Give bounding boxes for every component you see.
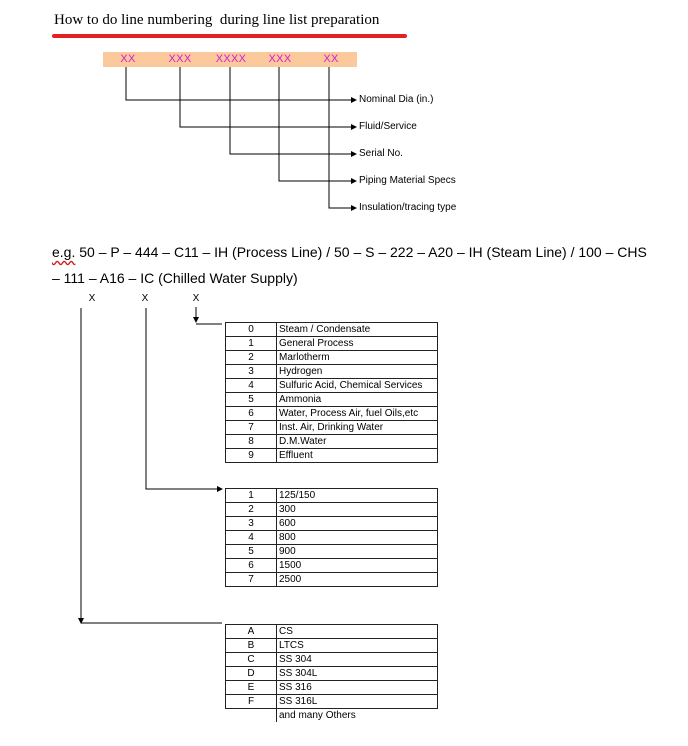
row-description: Sulfuric Acid, Chemical Services (276, 378, 438, 393)
row-code (225, 708, 277, 722)
row-description: 1500 (276, 558, 438, 573)
field-nominal-dia: Nominal Dia (in.) (359, 94, 434, 105)
row-description: Steam / Condensate (276, 322, 438, 337)
row-code: 3 (225, 364, 277, 379)
row-description: 125/150 (276, 488, 438, 503)
row-description: 900 (276, 544, 438, 559)
row-description: SS 304 (276, 652, 438, 667)
row-code: 1 (225, 336, 277, 351)
row-code: 5 (225, 544, 277, 559)
row-code: F (225, 694, 277, 709)
table-row: and many Others (225, 708, 438, 722)
code-material-spec: XXX (268, 53, 292, 65)
row-description: SS 316 (276, 680, 438, 695)
field-serial-no: Serial No. (359, 148, 403, 159)
row-code: B (225, 638, 277, 653)
row-code: 2 (225, 350, 277, 365)
spec-mark-2: X (141, 293, 149, 304)
code-nominal-dia: XX (120, 53, 136, 65)
row-code: E (225, 680, 277, 695)
row-description: Ammonia (276, 392, 438, 407)
row-description: SS 304L (276, 666, 438, 681)
row-code: 1 (225, 488, 277, 503)
row-description: Water, Process Air, fuel Oils,etc (276, 406, 438, 421)
row-description: 600 (276, 516, 438, 531)
row-code: 9 (225, 448, 277, 463)
code-serial-no: XXXX (215, 53, 247, 65)
row-description: and many Others (276, 708, 438, 722)
code-insulation: XX (323, 53, 339, 65)
code-fluid-service: XXX (168, 53, 192, 65)
row-code: 0 (225, 322, 277, 337)
page-title: How to do line numbering during line lis… (54, 12, 380, 28)
row-code: C (225, 652, 277, 667)
row-code: 7 (225, 420, 277, 435)
row-description: LTCS (276, 638, 438, 653)
code-bar (103, 52, 357, 67)
example-eg: e.g. (52, 244, 76, 260)
row-code: 4 (225, 530, 277, 545)
row-description: Marlotherm (276, 350, 438, 365)
row-description: 300 (276, 502, 438, 517)
row-description: 2500 (276, 572, 438, 587)
row-code: 6 (225, 558, 277, 573)
row-description: Hydrogen (276, 364, 438, 379)
row-code: 8 (225, 434, 277, 449)
title-underline (52, 34, 407, 38)
row-description: CS (276, 624, 438, 639)
field-insulation: Insulation/tracing type (359, 202, 457, 213)
row-code: 4 (225, 378, 277, 393)
row-description: SS 316L (276, 694, 438, 709)
field-material-spec: Piping Material Specs (359, 175, 456, 186)
row-code: 2 (225, 502, 277, 517)
row-code: D (225, 666, 277, 681)
row-description: 800 (276, 530, 438, 545)
row-code: 5 (225, 392, 277, 407)
row-code: 3 (225, 516, 277, 531)
row-description: General Process (276, 336, 438, 351)
field-fluid-service: Fluid/Service (359, 121, 417, 132)
row-description: D.M.Water (276, 434, 438, 449)
spec-mark-1: X (88, 293, 96, 304)
row-code: 7 (225, 572, 277, 587)
row-description: Inst. Air, Drinking Water (276, 420, 438, 435)
example-text: e.g. 50 – P – 444 – C11 – IH (Process Li… (52, 239, 652, 291)
row-code: A (225, 624, 277, 639)
row-description: Effluent (276, 448, 438, 463)
example-body: 50 – P – 444 – C11 – IH (Process Line) /… (52, 244, 647, 286)
spec-mark-3: X (192, 293, 200, 304)
row-code: 6 (225, 406, 277, 421)
